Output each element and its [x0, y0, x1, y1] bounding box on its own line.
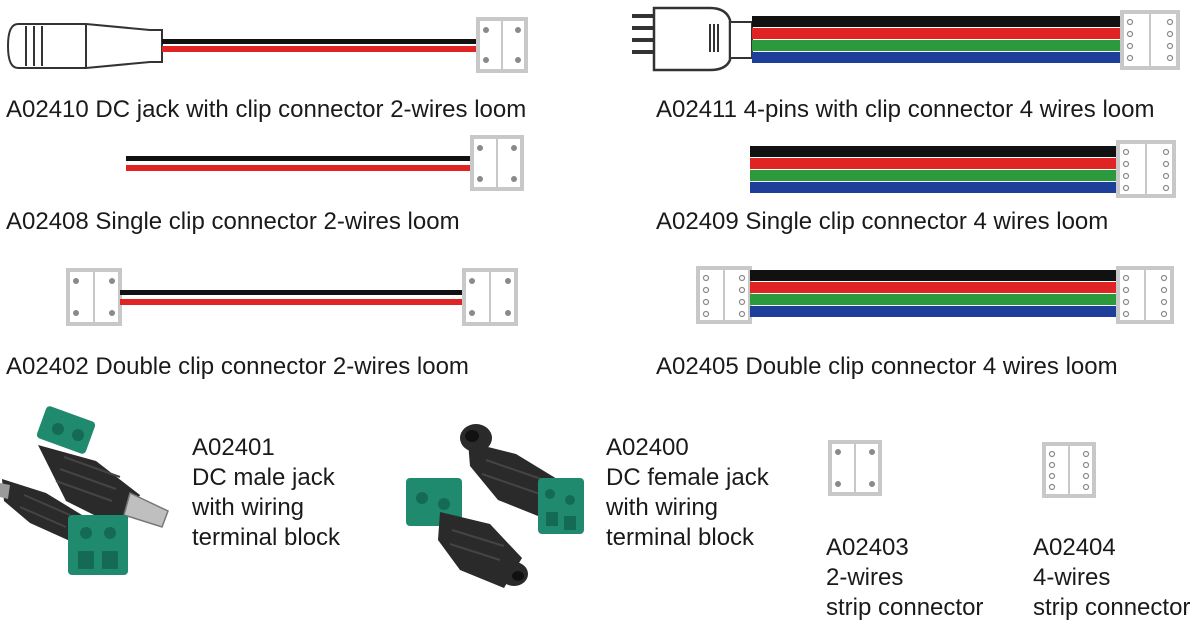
product-desc-line: with wiring — [192, 494, 305, 521]
product-label-a02404: A02404 4-wires strip connector — [1033, 533, 1190, 623]
product-label-a02402: A02402 Double clip connector 2-wires loo… — [6, 353, 469, 380]
product-code: A02400 — [606, 434, 689, 461]
product-code: A02404 — [1033, 534, 1116, 561]
product-label-a02400: A02400 DC female jack with wiring termin… — [606, 433, 769, 553]
product-desc-line: DC male jack — [192, 464, 335, 491]
double-clip-2-wire-loom-illustration — [66, 268, 518, 326]
product-label-a02401: A02401 DC male jack with wiring terminal… — [192, 433, 340, 553]
single-clip-2-wire-loom-illustration — [126, 135, 524, 191]
product-desc-line: with wiring — [606, 494, 719, 521]
4-pin-4-wire-loom-illustration — [632, 6, 1180, 72]
product-desc-line: strip connector — [1033, 594, 1191, 621]
product-desc-line: strip connector — [826, 594, 984, 621]
product-label-a02411: A02411 4-pins with clip connector 4 wire… — [656, 96, 1155, 123]
dc-female-jack-photo — [406, 424, 584, 588]
product-desc-line: terminal block — [192, 524, 341, 551]
product-code: A02403 — [826, 534, 909, 561]
product-label-a02405: A02405 Double clip connector 4 wires loo… — [656, 353, 1118, 380]
product-label-a02409: A02409 Single clip connector 4 wires loo… — [656, 208, 1109, 235]
4-wire-strip-connector-illustration — [1042, 442, 1096, 498]
single-clip-4-wire-loom-illustration — [750, 140, 1176, 198]
dc-male-jack-photo — [0, 406, 169, 575]
product-desc-line: 4-wires — [1033, 564, 1111, 591]
product-label-a02410: A02410 DC jack with clip connector 2-wir… — [6, 96, 527, 123]
product-label-a02408: A02408 Single clip connector 2-wires loo… — [6, 208, 460, 235]
product-code: A02401 — [192, 434, 275, 461]
double-clip-4-wire-loom-illustration — [696, 266, 1174, 324]
product-desc-line: 2-wires — [826, 564, 904, 591]
dc-jack-2-wire-loom-illustration — [6, 17, 528, 73]
product-desc-line: DC female jack — [606, 464, 769, 491]
product-desc-line: terminal block — [606, 524, 755, 551]
2-wire-strip-connector-illustration — [828, 440, 882, 496]
product-label-a02403: A02403 2-wires strip connector — [826, 533, 983, 623]
